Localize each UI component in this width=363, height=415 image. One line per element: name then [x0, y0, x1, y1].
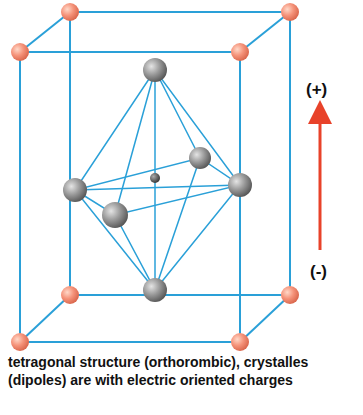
- polarization-arrow: [319, 112, 322, 250]
- corner-atoms: [11, 3, 299, 351]
- cube-frame: [20, 12, 290, 342]
- oxygen-atoms: [63, 58, 252, 302]
- charge-sign: (-): [310, 262, 327, 282]
- center-atom: [150, 173, 160, 183]
- charge-sign: (+): [306, 80, 327, 100]
- caption: tetragonal structure (orthorombic), crys…: [8, 353, 358, 389]
- octahedron-frame: [75, 70, 240, 290]
